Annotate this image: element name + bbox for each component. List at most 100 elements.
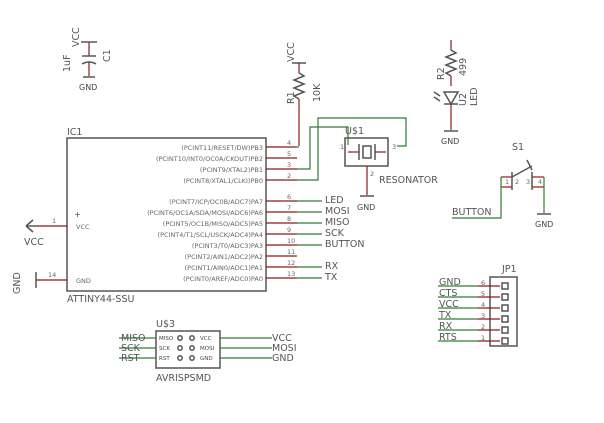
c1-name: C1	[102, 49, 113, 62]
ic1-pin-label: (PCINT3/T0/ADC3)PA3	[192, 242, 263, 250]
ic1-pin-gnd-label: GND	[76, 277, 91, 285]
ic1-name: IC1	[67, 127, 82, 138]
u2-value: LED	[469, 87, 480, 106]
ic1-pin-num: 13	[287, 270, 295, 278]
jp1-row-label: GND	[439, 277, 461, 288]
ic1-pin-num: 8	[287, 215, 291, 223]
ic1-pin-label: (PCINT6/OC1A/SDA/MOSI/ADC6)PA6	[147, 209, 263, 217]
c1-vcc-label: VCC	[71, 27, 82, 47]
ic1-pin-num: 7	[287, 204, 291, 212]
ic1-pin-vcc-label: VCC	[76, 223, 90, 231]
jp1-row-num: 4	[481, 301, 485, 309]
ic1-wires	[297, 117, 407, 279]
u1-part: RESONATOR	[379, 175, 438, 186]
s1-pin-1: 1	[505, 178, 509, 186]
s1-pin-4: 4	[538, 178, 542, 186]
ic1-net-label: SCK	[325, 228, 345, 239]
jp1-pin-box	[501, 304, 509, 312]
ic1-pin-label: (PCINT8/XTAL1/CLKI)PB0	[183, 177, 263, 185]
u1-pin-2: 2	[370, 170, 374, 178]
ic1-pin-label: (PCINT1/AIN0/ADC1)PA1	[185, 264, 263, 272]
jp1-row-label: RTS	[439, 332, 457, 343]
jp1-row-num: 3	[481, 312, 485, 320]
r1-name: R1	[286, 91, 297, 104]
ic1-pin-num: 6	[287, 193, 291, 201]
ic1-pin-num: 2	[287, 172, 291, 180]
ic1-net-label: BUTTON	[325, 239, 365, 250]
ic1-net-label: TX	[324, 272, 338, 283]
jp1-pin-box	[501, 326, 509, 334]
u3-pad-dot	[189, 355, 195, 361]
ic1-vcc-net: VCC	[24, 237, 44, 248]
u3-rows: MISO MISO VCC VCC SCK SCK MOSI MOSI RST RST GND GND	[119, 333, 297, 364]
s1-pin-2: 2	[515, 178, 519, 186]
jp1-row-label: RX	[439, 321, 453, 332]
u3-right-net: MOSI	[272, 343, 297, 354]
ic1-gnd-net: GND	[12, 272, 23, 294]
jp1-pin-box	[501, 282, 509, 290]
ic1-pin-label: (PCINT4/T1/SCL/USCK/ADC4)PA4	[158, 231, 263, 239]
u3-pad-right: VCC	[200, 336, 212, 342]
capacitor-c1: VCC 1uF C1 GND	[62, 27, 113, 92]
ic1-attiny44: IC1 ATTINY44-SSU 1 VCC + 14 GND VCC GND …	[12, 127, 297, 305]
jp1-row-num: 1	[481, 334, 485, 342]
r1-vcc-label: VCC	[286, 42, 297, 62]
jp1-row-num: 2	[481, 323, 485, 331]
jp1-row-num: 5	[481, 290, 485, 298]
avrisp-u3: U$3 MISO MISO VCC VCC SCK SCK MOSI MOSI RST RST GN…	[119, 319, 297, 384]
r1-value: 10K	[312, 83, 323, 102]
jp1-row-num: 6	[481, 279, 485, 287]
u3-name: U$3	[156, 319, 175, 330]
jp1-name: JP1	[501, 264, 517, 275]
ic1-pin-label: (PCINT10/INT0/OC0A/CKOUT)PB2	[156, 155, 263, 163]
ic1-pin-num: 12	[287, 259, 295, 267]
switch-s1: S1 1 2 3 4 BUTTON GND	[452, 142, 553, 229]
u3-pad-dot	[189, 335, 195, 341]
jp1-row-label: VCC	[439, 299, 459, 310]
u1-name: U$1	[345, 126, 364, 137]
r2-value: 499	[458, 58, 469, 76]
resistor-r1: VCC R1 10K	[286, 42, 323, 146]
u1-pin-1: 1	[340, 143, 344, 151]
s1-net-label: BUTTON	[452, 207, 492, 218]
u3-left-net: MISO	[121, 333, 146, 344]
u3-right-net: VCC	[272, 333, 292, 344]
u3-part: AVRISPSMD	[156, 373, 211, 384]
u3-pad-left: MISO	[159, 336, 174, 342]
u3-pad-dot	[177, 355, 183, 361]
u3-pad-dot	[177, 345, 183, 351]
ic1-pin-num: 5	[287, 150, 291, 158]
led-u2: U2 LED GND	[433, 87, 480, 146]
u3-left-net: RST	[121, 353, 140, 364]
ic1-pin-num: 3	[287, 161, 291, 169]
u3-pad-right: GND	[200, 356, 213, 362]
ic1-pin-label: (PCINT9/XTAL2)PB1	[200, 166, 263, 174]
ic1-pin-label: (PCINT0/AREF/ADC0)PA0	[183, 275, 263, 283]
u3-pad-right: MOSI	[200, 346, 215, 352]
ic1-net-label: RX	[325, 261, 339, 272]
u3-pad-left: SCK	[159, 346, 170, 352]
jp1-pin-box	[501, 315, 509, 323]
ic1-pin-label: (PCINT5/OC1B/MISO/ADC5)PA5	[163, 220, 263, 228]
ic1-net-label: MISO	[325, 217, 350, 228]
u3-left-net: SCK	[121, 343, 141, 354]
resonator-u1: U$1 1 2 3 RESONATOR GND	[340, 126, 438, 212]
c1-gnd-label: GND	[79, 83, 97, 92]
jp1-row-label: CTS	[439, 288, 457, 299]
ic1-pin-num: 10	[287, 237, 295, 245]
ic1-pin-num: 4	[287, 139, 291, 147]
s1-name: S1	[512, 142, 524, 153]
ic1-pin-label: (PCINT7/ICP/OC0B/ADC7)PA7	[169, 198, 263, 206]
jp1-pin-box	[501, 337, 509, 345]
plus-mark: +	[74, 210, 81, 219]
u1-pin-3: 3	[392, 143, 396, 151]
ic1-pin-num: 11	[287, 248, 295, 256]
ic1-pin-label: (PCINT2/AIN1/ADC2)PA2	[185, 253, 263, 261]
jp1-pin-box	[501, 293, 509, 301]
u3-right-net: GND	[272, 353, 294, 364]
u3-pad-left: RST	[159, 356, 170, 362]
ic1-net-label: MOSI	[325, 206, 350, 217]
